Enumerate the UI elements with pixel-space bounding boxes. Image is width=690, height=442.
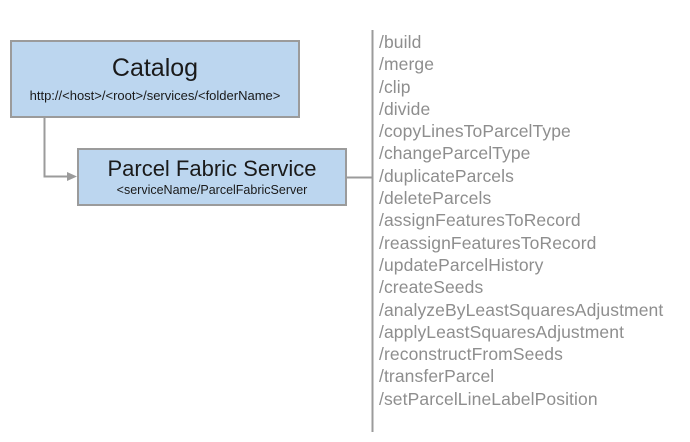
operation-item[interactable]: /updateParcelHistory [379, 254, 544, 275]
operation-item[interactable]: /divide [379, 98, 431, 119]
catalog-node-url: http://<host>/<root>/services/<folderNam… [29, 87, 281, 103]
operation-item[interactable]: /merge [379, 54, 435, 75]
operation-item[interactable]: /analyzeByLeastSquaresAdjustment [379, 299, 664, 320]
operation-item[interactable]: /transferParcel [379, 366, 495, 387]
arrowhead-icon [67, 172, 77, 181]
parcel-fabric-service-node-title: Parcel Fabric Service [107, 155, 317, 181]
operation-item[interactable]: /createSeeds [379, 277, 484, 298]
operation-item[interactable]: /reassignFeaturesToRecord [379, 232, 597, 253]
operations-list: /build/merge/clip/divide/copyLinesToParc… [379, 31, 684, 410]
catalog-node-title: Catalog [111, 54, 199, 83]
operation-item[interactable]: /deleteParcels [379, 188, 492, 209]
operation-item[interactable]: /reconstructFromSeeds [379, 344, 563, 365]
catalog-node: Catalog http://<host>/<root>/services/<f… [10, 40, 300, 118]
operation-item[interactable]: /build [379, 32, 422, 52]
operation-item[interactable]: /changeParcelType [379, 143, 531, 164]
operation-item[interactable]: /assignFeaturesToRecord [379, 210, 581, 231]
operation-item[interactable]: /clip [379, 76, 411, 97]
operation-item[interactable]: /duplicateParcels [379, 165, 514, 186]
parcel-fabric-service-node: Parcel Fabric Service <serviceName/Parce… [77, 148, 347, 206]
catalog-to-service-connector [43, 118, 70, 178]
operation-item[interactable]: /copyLinesToParcelType [379, 121, 571, 142]
parcel-fabric-service-node-path: <serviceName/ParcelFabricServer [116, 183, 308, 198]
operation-item[interactable]: /applyLeastSquaresAdjustment [379, 321, 625, 342]
operation-item[interactable]: /setParcelLineLabelPosition [379, 388, 598, 409]
